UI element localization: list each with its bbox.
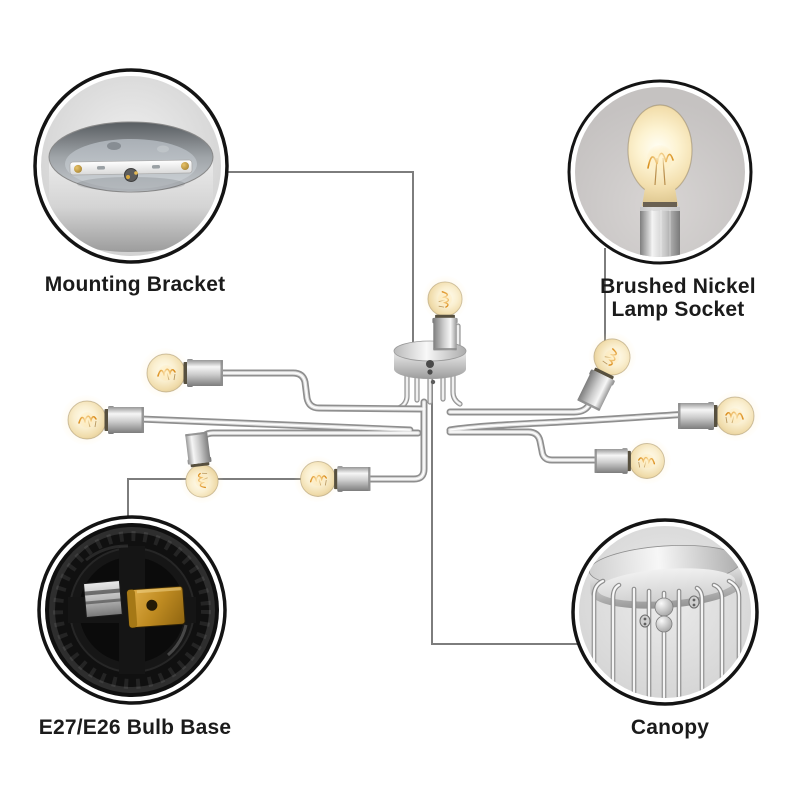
callout-ring-lamp-socket: [567, 79, 753, 265]
bulb-base-label: E27/E26 Bulb Base: [38, 716, 232, 739]
connector-line-canopy: [431, 378, 578, 645]
callout-ring-mounting-bracket: [33, 68, 229, 264]
chandelier-fixture: [60, 274, 762, 507]
callout-bulb-base: [37, 515, 227, 705]
canopy-screw-nut: [639, 614, 651, 628]
callout-ring-canopy: [571, 518, 759, 706]
bracket-center-screw: [124, 168, 138, 182]
canopy-label: Canopy: [630, 716, 710, 739]
callout-mounting-bracket: [33, 68, 229, 264]
photo-nickel-socket: [640, 207, 680, 257]
callout-lamp-socket: [567, 79, 753, 265]
brass-contact-hole: [146, 599, 158, 611]
bracket-screw-right: [180, 162, 189, 171]
base-brass-contact: [126, 585, 186, 629]
connector-line-mounting-bracket: [227, 171, 414, 345]
base-embossed-text-ring: [53, 531, 211, 689]
mounting-bracket-photo: [41, 76, 221, 256]
edison-bulb-upper-left: [139, 347, 224, 399]
edison-bulb-far-left: [60, 394, 145, 446]
callout-ring-bulb-base: [37, 515, 227, 705]
mounting-bracket-label: Mounting Bracket: [44, 273, 226, 296]
lamp-socket-label: Brushed Nickel Lamp Socket: [600, 275, 756, 321]
edison-bulb-right: [677, 390, 762, 442]
canopy-photo: [579, 526, 751, 698]
bulb-base-photo: [45, 523, 219, 697]
canopy-center-ball: [654, 597, 674, 617]
edison-bulb-top-right: [566, 323, 645, 417]
edison-bulb-lower-middle: [293, 455, 372, 503]
callout-connector-lines: [127, 171, 606, 645]
bracket-wire-hole: [107, 142, 121, 150]
callout-canopy: [571, 518, 759, 706]
lamp-socket-photo: [575, 87, 745, 257]
bracket-screw-left: [74, 164, 83, 173]
edison-bulb-top-center: [421, 274, 469, 351]
connector-line-bulb-base: [127, 478, 310, 516]
hub-keyhole-screw: [426, 360, 434, 368]
base-silver-contact: [82, 579, 123, 619]
bracket-crossbar: [69, 159, 193, 176]
edison-bulb-down-left: [174, 429, 227, 507]
edison-bulb-lower-right: [593, 437, 672, 485]
